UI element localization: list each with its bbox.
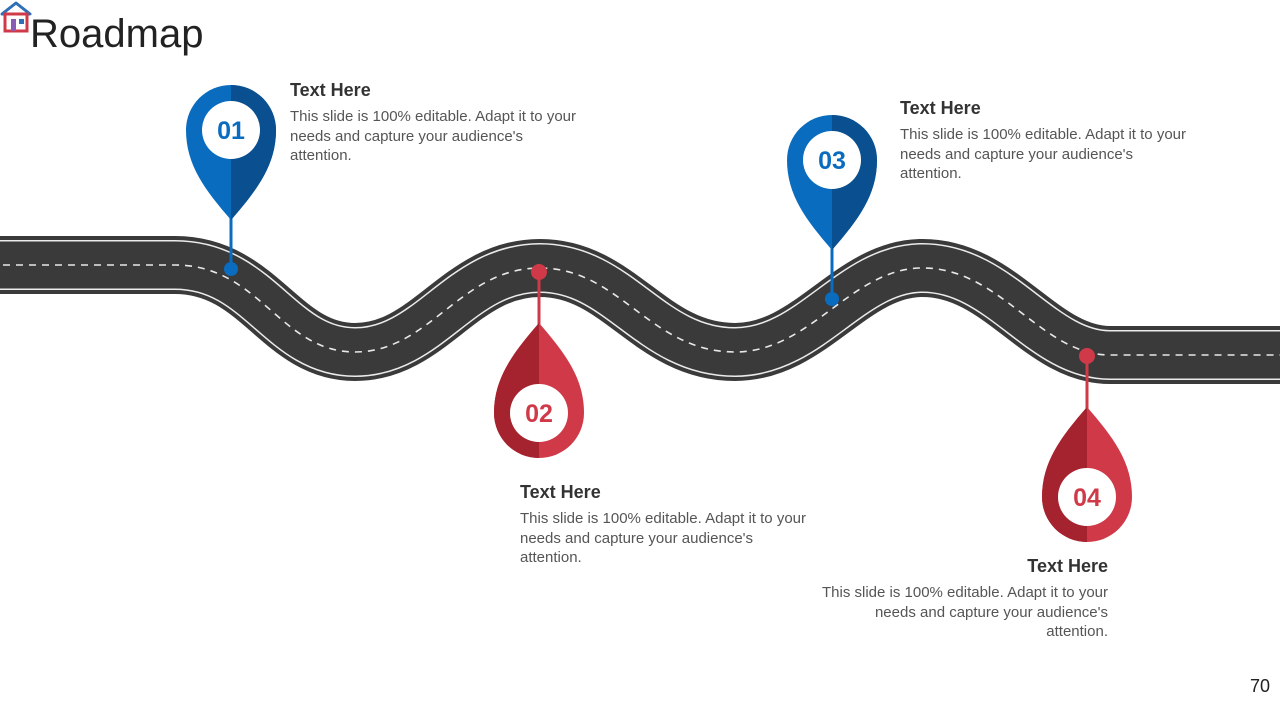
milestone-heading-03: Text Here [900, 98, 981, 118]
milestone-text-04: Text Here This slide is 100% editable. A… [818, 556, 1108, 642]
milestone-pin-02: 02 [494, 264, 584, 458]
milestone-heading-04: Text Here [1027, 556, 1108, 576]
milestone-body-01: This slide is 100% editable. Adapt it to… [290, 108, 576, 164]
milestone-body-04: This slide is 100% editable. Adapt it to… [822, 584, 1108, 640]
page-title: Roadmap [30, 12, 204, 56]
milestone-number-03: 03 [818, 147, 846, 175]
milestone-pin-01: 01 [186, 85, 276, 276]
milestone-text-01: Text Here This slide is 100% editable. A… [290, 80, 580, 166]
milestone-number-01: 01 [217, 117, 245, 145]
milestone-body-03: This slide is 100% editable. Adapt it to… [900, 126, 1186, 182]
milestone-text-02: Text Here This slide is 100% editable. A… [520, 482, 810, 568]
milestone-pin-04: 04 [1042, 348, 1132, 542]
milestone-number-04: 04 [1073, 484, 1101, 512]
page-number: 70 [1249, 676, 1270, 696]
milestone-text-03: Text Here This slide is 100% editable. A… [900, 98, 1190, 184]
house-logo-icon [0, 1, 32, 33]
milestone-heading-02: Text Here [520, 482, 601, 502]
milestone-number-02: 02 [525, 400, 553, 428]
milestone-body-02: This slide is 100% editable. Adapt it to… [520, 510, 806, 566]
milestone-pin-03: 03 [787, 115, 877, 306]
milestone-heading-01: Text Here [290, 80, 371, 100]
